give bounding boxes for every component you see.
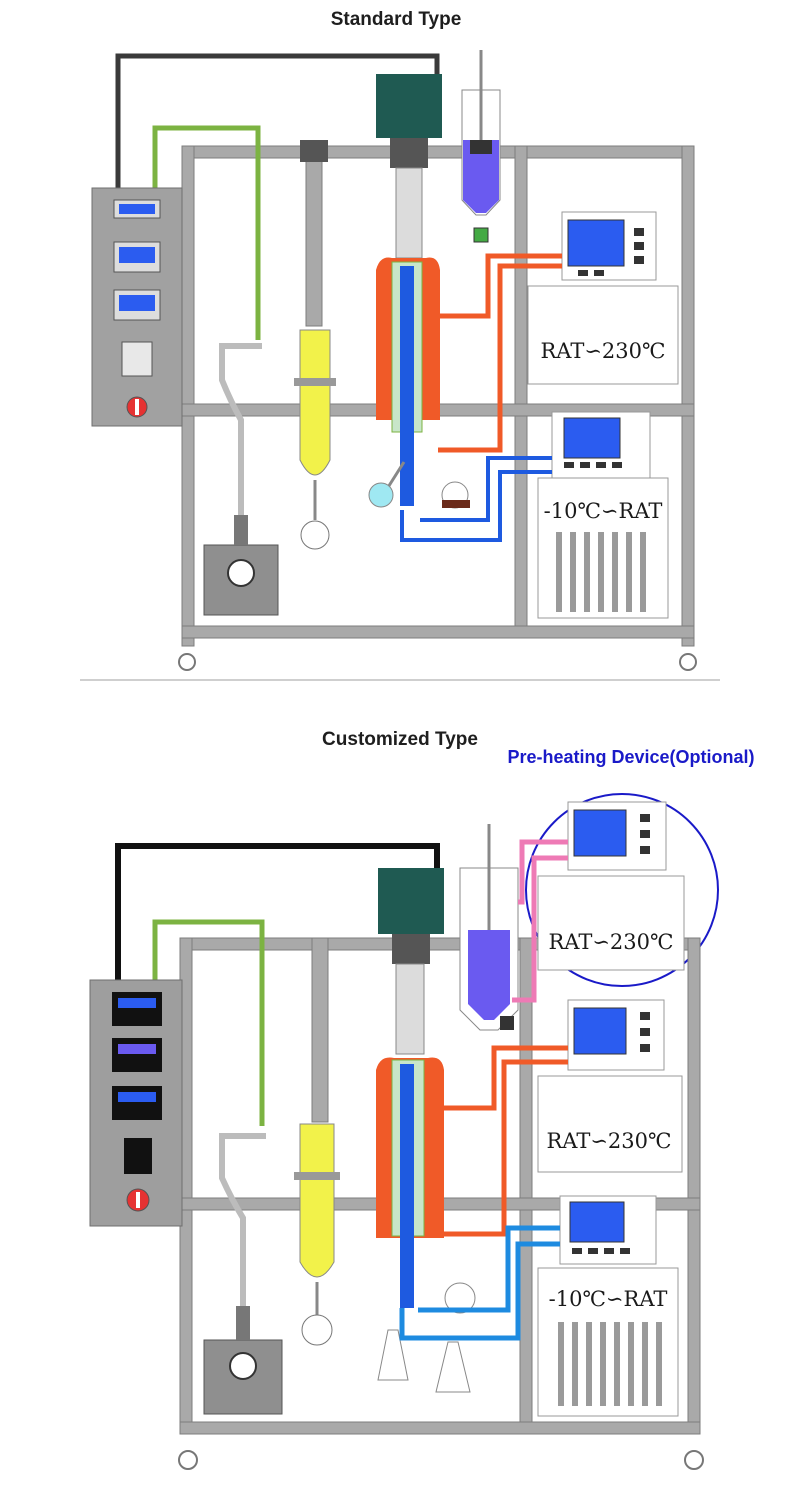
customized-type-diagram: Customized Type Pre-heating Device(Optio… — [89, 729, 755, 1470]
customized-heater-range: RAT∽230℃ — [546, 1129, 671, 1153]
standard-cold-trap — [294, 329, 336, 550]
preheat-optional-label: Pre-heating Device(Optional) — [507, 747, 754, 767]
customized-preheater: RAT∽230℃ — [537, 801, 685, 971]
standard-vacuum-pump — [203, 515, 279, 616]
standard-cooling-lines — [400, 456, 552, 542]
standard-vacuum-line — [152, 125, 261, 340]
customized-motor — [378, 868, 444, 934]
customized-type-title: Customized Type — [322, 729, 478, 750]
standard-motor — [376, 74, 442, 138]
standard-pump-line — [219, 343, 262, 515]
customized-preheat-lines — [512, 839, 568, 1003]
preheat-optional-circle — [525, 793, 719, 987]
customized-heater: RAT∽230℃ — [537, 999, 683, 1173]
customized-chiller: -10℃∽RAT — [537, 1195, 679, 1417]
standard-control-cabinet — [91, 187, 183, 427]
customized-control-cabinet — [89, 979, 183, 1227]
preheat-range: RAT∽230℃ — [548, 930, 673, 954]
standard-type-title: Standard Type — [331, 9, 462, 30]
customized-vacuum-line — [152, 919, 265, 1126]
standard-chiller: -10℃∽RAT — [537, 411, 669, 619]
standard-chiller-range: -10℃∽RAT — [544, 499, 663, 523]
customized-feed-vessel — [459, 824, 519, 1031]
customized-pump-line — [219, 1133, 266, 1306]
standard-evaporator — [368, 167, 470, 509]
customized-motor-base — [392, 934, 430, 964]
standard-heater: RAT∽230℃ — [527, 211, 679, 385]
standard-feed-funnel — [461, 50, 501, 243]
customized-cooling-lines — [399, 1225, 560, 1341]
standard-heater-range: RAT∽230℃ — [540, 339, 665, 363]
standard-motor-base — [390, 138, 428, 168]
standard-heating-lines — [438, 253, 562, 453]
customized-evaporator — [376, 963, 476, 1393]
standard-casters — [178, 653, 697, 671]
customized-casters — [178, 1450, 704, 1470]
standard-type-diagram: Standard Type — [80, 9, 720, 681]
customized-vacuum-pump — [203, 1306, 283, 1415]
standard-column-clamp — [300, 140, 328, 162]
customized-heating-lines — [444, 1045, 568, 1237]
customized-chiller-range: -10℃∽RAT — [549, 1287, 668, 1311]
customized-cold-trap — [294, 1123, 340, 1346]
